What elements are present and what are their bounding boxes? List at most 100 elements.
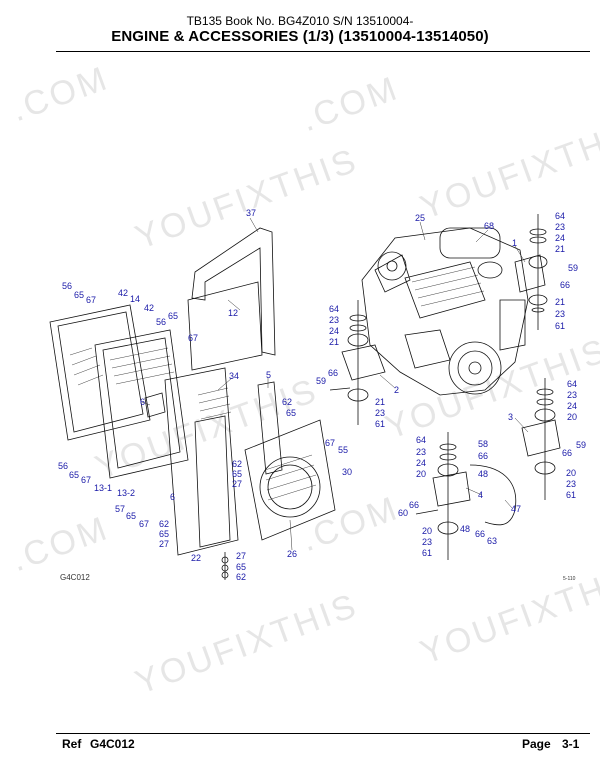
part-label: 64 (567, 379, 577, 389)
footer-rule (56, 733, 590, 734)
part-label: 5 (266, 370, 271, 380)
part-label: 3 (508, 412, 513, 422)
part-label: 61 (375, 419, 385, 429)
part-label: 65 (69, 470, 79, 480)
support-bar (257, 381, 283, 475)
part-label: 64 (416, 435, 426, 445)
part-label: 63 (487, 536, 497, 546)
fan-shroud-cover (191, 227, 276, 356)
part-label: 21 (555, 297, 565, 307)
part-label: 64 (555, 211, 565, 221)
part-label: 48 (478, 469, 488, 479)
header-book-line: TB135 Book No. BG4Z010 S/N 13510004- (186, 14, 414, 28)
engine-mount-bracket-4 (415, 432, 471, 560)
part-label: 42 (118, 288, 128, 298)
part-label: 64 (329, 304, 339, 314)
bolt-stack-lower (221, 552, 229, 580)
radiator-screen (49, 304, 151, 441)
figure-code-small: 5-110 (563, 576, 576, 582)
part-label: 2 (394, 385, 399, 395)
part-label: 59 (316, 376, 326, 386)
side-cover-panel (187, 281, 263, 371)
part-label: 47 (511, 504, 521, 514)
part-label: 24 (567, 401, 577, 411)
part-label: 37 (246, 208, 256, 218)
engine-assembly (361, 227, 529, 396)
part-label: 65 (126, 511, 136, 521)
part-label: 55 (338, 445, 348, 455)
engine-mount-bracket-3 (521, 378, 561, 500)
part-label: 62 (236, 572, 246, 582)
part-label: 23 (422, 537, 432, 547)
part-label: 66 (562, 448, 572, 458)
footer-page-number: 3-1 (562, 737, 580, 751)
page-title: ENGINE & ACCESSORIES (1/3) (13510004-135… (111, 28, 489, 45)
part-label: 23 (566, 479, 576, 489)
part-label: 60 (398, 508, 408, 518)
part-label: 24 (416, 458, 426, 468)
part-label: 42 (144, 303, 154, 313)
engine-mount-bracket-2 (329, 300, 386, 425)
part-label: 62 (159, 519, 169, 529)
part-label: 65 (159, 529, 169, 539)
part-label: 21 (329, 337, 339, 347)
part-label: 65 (168, 311, 178, 321)
part-label: 65 (236, 562, 246, 572)
figure-code: G4C012 (60, 573, 90, 582)
part-label: 24 (555, 233, 565, 243)
part-label: 22 (191, 553, 201, 563)
part-label: 1 (512, 238, 517, 248)
part-label: 67 (325, 438, 335, 448)
part-label: 23 (567, 390, 577, 400)
part-label: 65 (286, 408, 296, 418)
part-label: 65 (232, 469, 242, 479)
part-label: 66 (560, 280, 570, 290)
part-label: 67 (188, 333, 198, 343)
drain-hose (469, 464, 517, 526)
part-label: 62 (232, 459, 242, 469)
part-label: 59 (576, 440, 586, 450)
part-label: 27 (236, 551, 246, 561)
part-label: 20 (566, 468, 576, 478)
part-label: 23 (375, 408, 385, 418)
radiator-assembly (244, 419, 336, 541)
part-label: 66 (409, 500, 419, 510)
part-label: 66 (478, 451, 488, 461)
part-label: 21 (555, 244, 565, 254)
part-label: 56 (62, 281, 72, 291)
part-label: 58 (478, 439, 488, 449)
part-label: 66 (475, 529, 485, 539)
part-label: 23 (416, 447, 426, 457)
part-label: 34 (229, 371, 239, 381)
part-label: 65 (74, 290, 84, 300)
part-label: 23 (555, 309, 565, 319)
part-label: 27 (159, 539, 169, 549)
footer-ref-label: Ref (62, 737, 82, 751)
part-label: 67 (81, 475, 91, 485)
part-label: 6 (170, 492, 175, 502)
part-label: 30 (342, 467, 352, 477)
part-label: 14 (130, 294, 140, 304)
part-label: 57 (115, 504, 125, 514)
part-label: 4 (478, 490, 483, 500)
part-label: 13-2 (117, 488, 135, 498)
radiator-frame (164, 367, 239, 556)
part-label: 66 (328, 368, 338, 378)
part-label: 67 (86, 295, 96, 305)
part-label: 67 (139, 519, 149, 529)
part-label: 24 (329, 326, 339, 336)
part-label: 21 (375, 397, 385, 407)
part-label: 26 (287, 549, 297, 559)
leader-lines (141, 217, 529, 551)
part-label: 20 (416, 469, 426, 479)
part-label: 68 (484, 221, 494, 231)
part-label: 48 (460, 524, 470, 534)
part-label: 61 (422, 548, 432, 558)
part-label: 59 (568, 263, 578, 273)
footer-page-label: Page (522, 737, 551, 751)
part-label: 20 (422, 526, 432, 536)
part-label: 25 (415, 213, 425, 223)
part-number-labels: 37 25 68 64 23 24 21 1 59 66 21 23 61 56… (58, 208, 586, 582)
part-label: 20 (567, 412, 577, 422)
